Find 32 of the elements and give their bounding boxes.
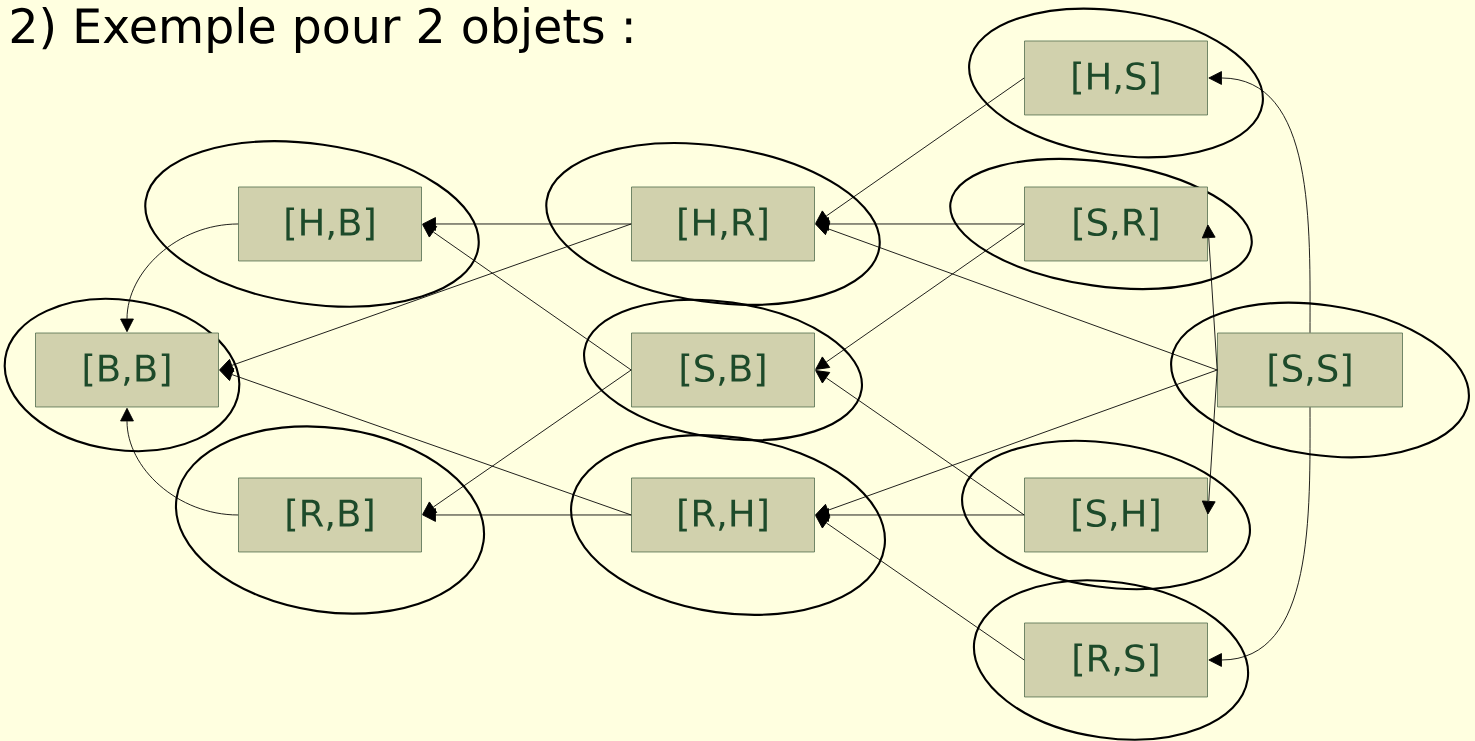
state-box: [R,H] <box>631 477 815 553</box>
arrow <box>1201 369 1218 515</box>
arrow <box>815 222 1218 371</box>
arrow <box>815 515 1025 661</box>
state-box: [S,B] <box>631 332 815 408</box>
arrow <box>422 224 632 371</box>
arrow <box>1201 224 1218 371</box>
arrow <box>815 370 1025 516</box>
arrow <box>219 223 632 372</box>
arrow <box>1208 406 1311 667</box>
state-box: [B,B] <box>35 332 219 408</box>
arrow <box>815 217 1025 231</box>
arrow <box>120 407 239 516</box>
state-box: [H,R] <box>631 186 815 262</box>
arrow <box>422 369 632 515</box>
arrow <box>422 217 632 231</box>
arrow <box>219 368 632 516</box>
state-box: [H,B] <box>238 186 422 262</box>
arrow <box>815 508 1025 522</box>
arrow <box>815 77 1025 224</box>
title: 2) Exemple pour 2 objets : <box>11 7 632 53</box>
state-box: [H,S] <box>1024 40 1208 116</box>
arrow <box>1208 71 1311 334</box>
arrow <box>815 369 1218 517</box>
state-box: [R,B] <box>238 477 422 553</box>
arrow <box>422 508 632 522</box>
state-box: [S,S] <box>1217 332 1403 408</box>
state-box: [S,H] <box>1024 477 1208 553</box>
state-box: [S,R] <box>1024 186 1208 262</box>
arrow <box>815 223 1025 370</box>
state-box: [R,S] <box>1024 622 1208 698</box>
arrow <box>120 223 239 333</box>
